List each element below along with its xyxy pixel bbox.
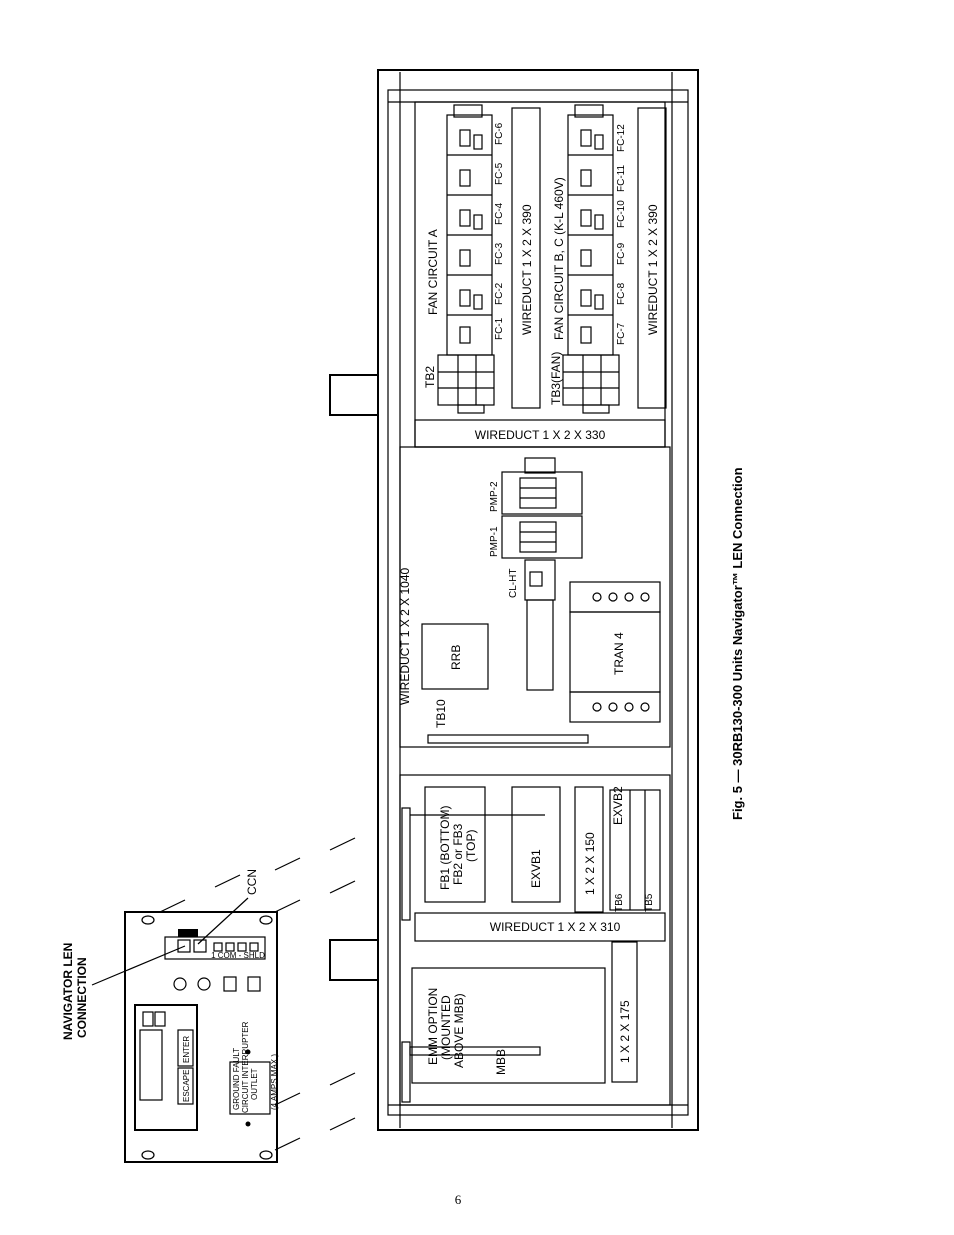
cl-ht-label: CL-HT (508, 569, 519, 598)
fc-6-label: FC-6 (494, 122, 505, 145)
exvb1-label: EXVB1 (529, 849, 543, 888)
outlet-line1: GROUND FAULT (232, 1048, 241, 1110)
figure-caption: Fig. 5 — 30RB130-300 Units Navigator™ LE… (730, 467, 745, 820)
mbb-label: MBB (494, 1049, 508, 1075)
tran-4-transformer (569, 581, 661, 723)
fan-circuit-bc-label: FAN CIRCUIT B, C (K-L 460V) (552, 177, 566, 340)
fan-circuit-a-label: FAN CIRCUIT A (426, 229, 440, 315)
pmp-1-label: PMP-1 (489, 526, 500, 557)
lower-section: FB1 (BOTTOM) FB2 or FB3 (TOP) EXVB1 1 X … (399, 774, 671, 1106)
fc-4-label: FC-4 (494, 202, 505, 225)
fc-2-label: FC-2 (494, 282, 505, 305)
navigator-panel: 1 COM - SHLD ENTER ESCAPE GROUND FAULT C… (124, 911, 279, 1163)
fb-line3-label: (TOP) (464, 830, 478, 862)
fb-board (424, 786, 486, 903)
tb6-label: TB6 (614, 893, 625, 912)
tb3-terminal-block (562, 354, 620, 414)
wireduct-390-bc-label: WIREDUCT 1 X 2 X 390 (646, 204, 660, 335)
outlet-line2: CIRCUIT INTERRUPTER (241, 1021, 250, 1113)
fc-labels-bottom: FC-7 FC-8 FC-9 FC-10 FC-11 FC-12 (616, 124, 627, 345)
exvb2-assembly (609, 789, 661, 911)
pmp-2-label: PMP-2 (489, 481, 500, 512)
fc-3-label: FC-3 (494, 242, 505, 265)
fc-11-label: FC-11 (616, 165, 627, 192)
callouts: NAVIGATOR LEN CONNECTION CCN (61, 869, 259, 1040)
fc-8-label: FC-8 (616, 282, 627, 305)
rrb-board (421, 623, 489, 690)
tb10-label: TB10 (434, 699, 448, 728)
outlet-line4: (4 AMPS MAX.) (270, 1054, 279, 1110)
wireduct-175-label: 1 X 2 X 175 (618, 1000, 632, 1063)
wireduct-1040-label: WIREDUCT 1 X 2 X 1040 (398, 568, 412, 705)
tb10-strip (427, 734, 589, 744)
wireduct-310-label: WIREDUCT 1 X 2 X 310 (490, 920, 621, 934)
tran-4-label: TRAN 4 (612, 632, 626, 675)
wireduct-150-label: 1 X 2 X 150 (583, 832, 597, 895)
emm-mbb-board (411, 967, 606, 1084)
fc-12-label: FC-12 (616, 124, 627, 152)
navigator-len-label-line2: CONNECTION (75, 957, 89, 1038)
fc-9-label: FC-9 (616, 242, 627, 265)
navigator-len-label-line1: NAVIGATOR LEN (61, 943, 75, 1040)
wireduct-330-label: WIREDUCT 1 X 2 X 330 (475, 428, 606, 442)
emm-line1-label: EMM OPTION (426, 988, 440, 1065)
fan-circuit-section: WIREDUCT 1 X 2 X 330 FAN CIRCUIT A FC-1 … (414, 101, 667, 448)
page-number: 6 (455, 1192, 462, 1207)
terminal-strip-label: 1 COM - SHLD (211, 951, 265, 960)
tb2-terminal-block (437, 354, 495, 414)
fc-5-label: FC-5 (494, 162, 505, 185)
wireduct-390-a-label: WIREDUCT 1 X 2 X 390 (520, 204, 534, 335)
exvb1-board (511, 786, 561, 903)
fb-line2-label: FB2 or FB3 (451, 823, 465, 885)
middle-section: WIREDUCT 1 X 2 X 1040 PMP-2 PMP-1 CL-HT … (398, 446, 671, 748)
cl-ht-device (524, 559, 556, 691)
fc-10-label: FC-10 (616, 200, 627, 228)
outlet-line3: OUTLET (250, 1068, 259, 1100)
tb2-label: TB2 (423, 366, 437, 388)
pump-contactors (501, 457, 583, 559)
fb-line1-label: FB1 (BOTTOM) (438, 806, 452, 890)
enter-key: ENTER (182, 1036, 191, 1063)
fc-7-label: FC-7 (616, 322, 627, 345)
ccn-label: CCN (245, 869, 259, 895)
fan-contactors-bc (567, 104, 614, 356)
fc-labels-top: FC-1 FC-2 FC-3 FC-4 FC-5 FC-6 (494, 122, 505, 340)
tb5-label: TB5 (644, 893, 655, 912)
emm-line2-label: (MOUNTED (439, 995, 453, 1060)
escape-key: ESCAPE (182, 1070, 191, 1102)
tb3-label: TB3(FAN) (549, 352, 563, 405)
rrb-label: RRB (449, 645, 463, 670)
projection-lines (159, 837, 356, 1151)
fc-1-label: FC-1 (494, 317, 505, 340)
exvb2-label: EXVB2 (611, 786, 625, 825)
emm-line3-label: ABOVE MBB) (452, 993, 466, 1068)
fan-contactors-a (446, 104, 493, 356)
